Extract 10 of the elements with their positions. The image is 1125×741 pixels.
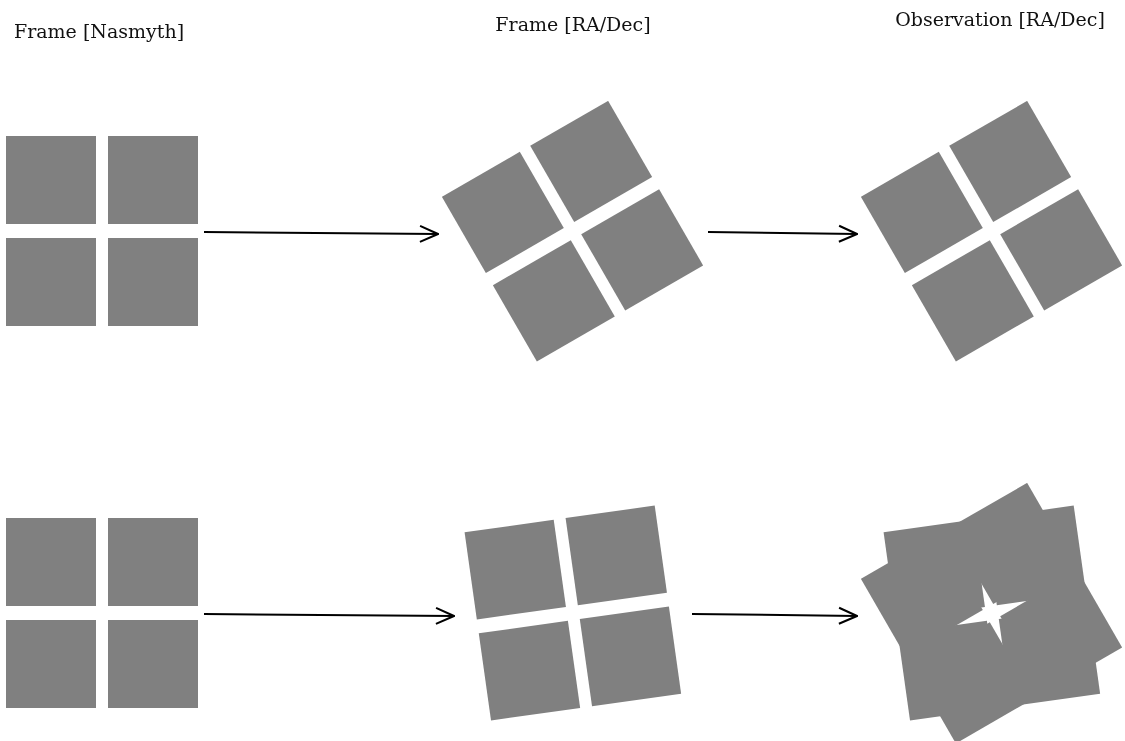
arrow bbox=[203, 606, 455, 625]
arrow bbox=[691, 606, 858, 625]
detector-quadrants-drawing bbox=[442, 101, 704, 363]
arrow bbox=[707, 224, 858, 243]
column-heading: Frame [Nasmyth] bbox=[14, 20, 185, 42]
detector-quadrants-drawing bbox=[861, 101, 1123, 363]
detector-quadrants-drawing bbox=[861, 483, 1123, 741]
arrow bbox=[203, 224, 439, 243]
column-heading: Observation [RA/Dec] bbox=[895, 8, 1105, 30]
column-heading: Frame [RA/Dec] bbox=[495, 13, 651, 35]
